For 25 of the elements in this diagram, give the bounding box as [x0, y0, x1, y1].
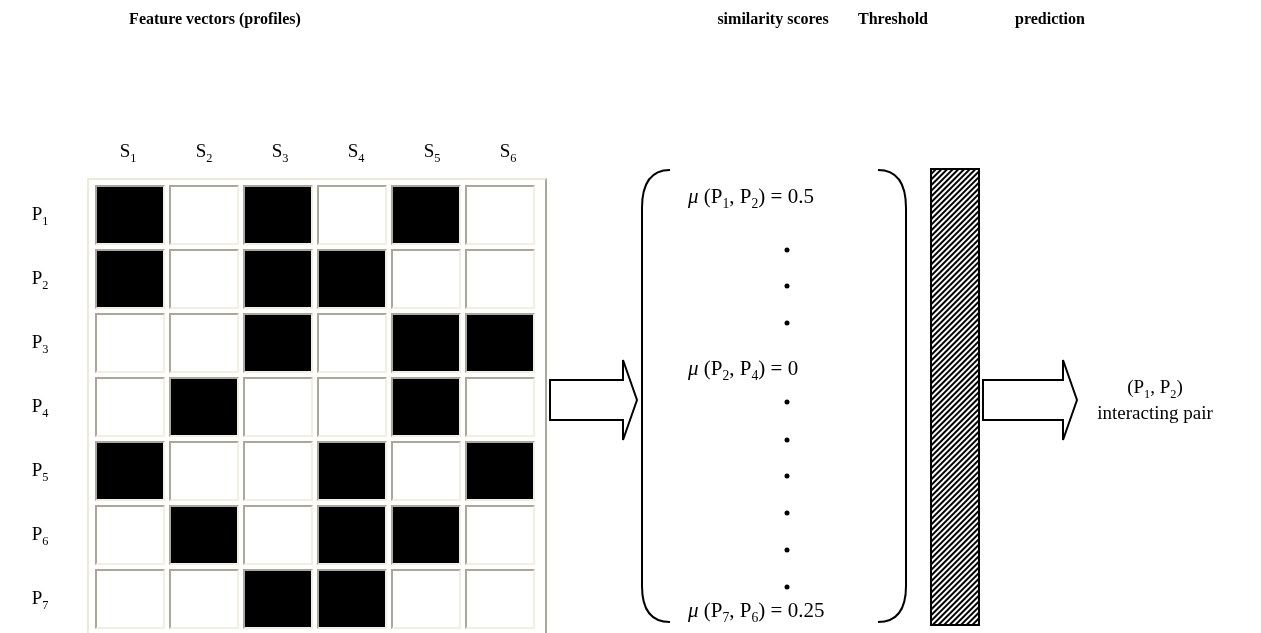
column-heading: prediction [1015, 10, 1085, 28]
similarity-score: μ (P$_{1}$, P$_{2}$) = 0.5 [688, 184, 814, 213]
profile-matrix [87, 178, 547, 633]
protein-pair: (P$_{1}$, P$_{2}$) [1126, 376, 1184, 402]
similarity-score: μ (P$_{7}$, P$_{6}$) = 0.25 [688, 598, 825, 627]
profile-label: P$_{2}$ [31, 267, 49, 293]
profile-label: P$_{7}$ [31, 587, 49, 613]
prediction-text: interacting pair [1096, 401, 1214, 424]
sample-label: S$_{2}$ [195, 140, 213, 166]
sample-label: S$_{6}$ [499, 140, 517, 166]
block-arrow [982, 359, 1079, 441]
column-heading: Threshold [858, 10, 928, 28]
profile-label: P$_{6}$ [31, 523, 49, 549]
sample-label: S$_{1}$ [119, 140, 137, 166]
column-heading: Feature vectors (profiles) [129, 10, 301, 28]
profile-label: P$_{3}$ [31, 331, 49, 357]
profile-label: P$_{4}$ [31, 395, 49, 421]
profile-label: P$_{1}$ [31, 203, 49, 229]
column-heading: similarity scores [717, 10, 829, 28]
similarity-score: μ (P$_{2}$, P$_{4}$) = 0 [688, 356, 799, 385]
profile-label: P$_{5}$ [31, 459, 49, 485]
block-arrow [549, 359, 639, 441]
sample-label: S$_{5}$ [423, 140, 441, 166]
sample-label: S$_{3}$ [271, 140, 289, 166]
sample-label: S$_{4}$ [347, 140, 365, 166]
